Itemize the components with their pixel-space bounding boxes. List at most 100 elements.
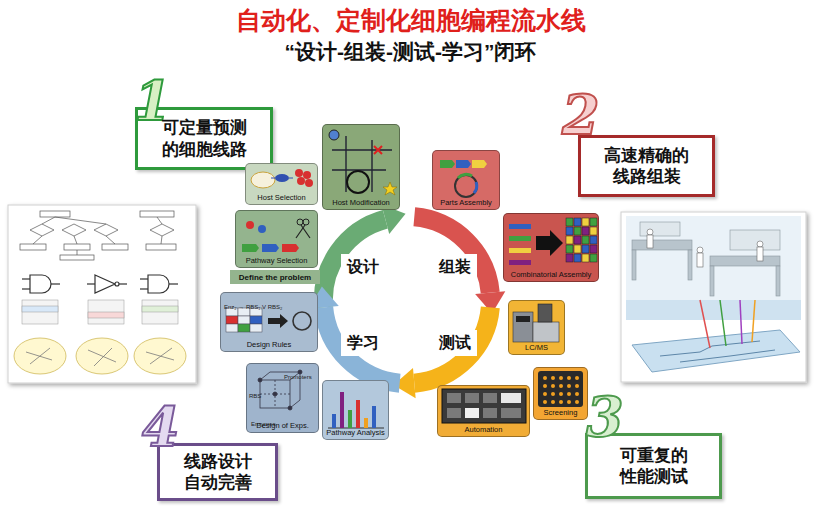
pathway-selection-icon-part bbox=[242, 244, 259, 252]
node-text: Define the problem bbox=[239, 273, 311, 282]
screening-icon-part-part bbox=[543, 376, 547, 380]
circuit-figure-part-part bbox=[88, 348, 116, 366]
node-text: Parts Assembly bbox=[440, 199, 492, 207]
lab-figure-part-part bbox=[680, 350, 775, 362]
node-text: Automation bbox=[465, 426, 503, 434]
combinatorial-assembly-icon-part-part bbox=[574, 236, 581, 244]
circuit-figure-part-part bbox=[62, 224, 86, 236]
lab-figure-part-part bbox=[757, 247, 763, 261]
node-text: Pathway Analysis bbox=[326, 429, 384, 437]
design-of-experiments-icon-part bbox=[273, 392, 277, 396]
icon-text: Enz₂ → RBS₁,V RBS₂ bbox=[224, 304, 282, 310]
parts-assembly-icon-part bbox=[456, 160, 471, 168]
stage-label: 设计 bbox=[341, 254, 385, 280]
lab-figure-part-part bbox=[688, 250, 692, 280]
screening-icon-part-part bbox=[575, 384, 579, 388]
label-holder: 2 bbox=[562, 88, 600, 142]
host-selection-icon-part bbox=[303, 171, 311, 179]
design-rules-icon-part-part bbox=[250, 308, 262, 316]
design-rules-icon-part-part bbox=[250, 324, 262, 332]
stage-label: 学习 bbox=[341, 330, 385, 356]
combinatorial-assembly-icon-part-part bbox=[574, 254, 581, 262]
host-modification-icon-part bbox=[332, 136, 392, 192]
label-holder: 4 bbox=[142, 400, 180, 454]
lab-figure bbox=[621, 212, 806, 382]
circuit-figure-part-part bbox=[60, 255, 94, 260]
circuit-figure-part-part bbox=[140, 211, 174, 217]
lab-figure-part bbox=[647, 229, 763, 267]
node-text: 线路设计 自动完善 bbox=[170, 451, 265, 494]
design-rules-icon-part-part bbox=[238, 316, 250, 324]
screening-icon-part-part bbox=[551, 400, 555, 404]
node-text: 设计 bbox=[347, 257, 379, 278]
stage-label: 组装 bbox=[433, 254, 477, 280]
screening-icon-part-part bbox=[567, 376, 571, 380]
parts-assembly-icon-part bbox=[455, 175, 477, 197]
build-arrow bbox=[414, 217, 490, 293]
node-text: Design of Exps. bbox=[256, 422, 309, 430]
circuit-figure-part-part bbox=[115, 282, 119, 286]
screening-icon-part-part bbox=[567, 384, 571, 388]
automation-icon-part bbox=[465, 408, 479, 418]
design-of-experiments-icon-part bbox=[260, 372, 300, 408]
circuit-figure-part bbox=[14, 338, 186, 374]
lab-figure-part bbox=[660, 341, 775, 362]
pathway-analysis-icon-part bbox=[364, 418, 368, 428]
screening-icon-part-part bbox=[567, 392, 571, 396]
circuit-figure-part-part bbox=[94, 224, 118, 236]
node-text: Pathway Selection bbox=[246, 257, 308, 265]
combinatorial-assembly-icon-part-part bbox=[566, 227, 573, 235]
lab-figure-part-part bbox=[776, 266, 780, 296]
circuit-figure-part-part bbox=[146, 244, 176, 250]
design-of-experiments-icon-part bbox=[298, 370, 302, 374]
circuit-figure-part-part bbox=[169, 283, 178, 284]
circuit-figure-part-part bbox=[30, 224, 54, 236]
host-modification-icon bbox=[329, 130, 397, 195]
lab-figure-part bbox=[632, 222, 780, 296]
combinatorial-assembly-icon-part bbox=[566, 218, 597, 262]
pathway-selection-icon-part bbox=[258, 225, 266, 233]
combinatorial-assembly-icon-part-part bbox=[574, 227, 581, 235]
parts-assembly-icon-part bbox=[472, 160, 487, 168]
circuit-figure-part bbox=[22, 275, 178, 293]
design-of-experiments-icon-part bbox=[288, 406, 292, 410]
screening-icon-part-part bbox=[559, 384, 563, 388]
callout-box: 线路设计 自动完善 bbox=[157, 443, 278, 501]
circuit-figure-part-part bbox=[88, 312, 124, 318]
host-modification-icon-part bbox=[329, 130, 339, 140]
callout-number: 4 bbox=[142, 395, 180, 459]
design-rules-icon-part-part bbox=[226, 308, 238, 316]
parts-assembly-icon-part bbox=[474, 182, 477, 193]
pathway-analysis-icon-part bbox=[372, 406, 376, 428]
circuit-figure-part bbox=[22, 300, 178, 324]
automation-icon-part bbox=[447, 408, 461, 418]
combinatorial-assembly-icon-part-part bbox=[590, 218, 597, 226]
automation-icon-part bbox=[483, 393, 497, 403]
combinatorial-assembly-icon-part-part bbox=[582, 218, 589, 226]
design-arrow bbox=[323, 219, 385, 307]
design-rules-icon bbox=[226, 308, 311, 332]
circuit-figure-part-part bbox=[95, 275, 115, 293]
design-rules-icon-part-part bbox=[226, 316, 238, 324]
stage-label: 测试 bbox=[433, 330, 477, 356]
design-of-experiments-icon-part bbox=[260, 380, 290, 408]
design-rules-icon-part-part bbox=[226, 324, 238, 332]
lab-figure-part-part bbox=[700, 300, 710, 348]
pathway-selection-icon-part bbox=[296, 225, 310, 238]
combinatorial-assembly-icon-part-part bbox=[582, 254, 589, 262]
icon-text: RBS bbox=[249, 393, 261, 399]
screening-icon-part-part bbox=[543, 392, 547, 396]
lab-figure-part-part bbox=[740, 300, 742, 344]
circuit-figure-part-part bbox=[74, 236, 77, 244]
design-of-experiments-icon bbox=[258, 370, 302, 410]
label-holder: “设计-组装-测试-学习”闭环 bbox=[0, 38, 821, 66]
combinatorial-assembly-icon-part-part bbox=[566, 245, 573, 253]
host-selection-icon-part bbox=[275, 174, 289, 182]
design-rules-icon-part-part bbox=[250, 316, 262, 324]
circuit-figure-part-part bbox=[140, 278, 148, 279]
node-text: Design Rules bbox=[247, 341, 292, 349]
process-tile: Parts Assembly bbox=[432, 150, 500, 210]
design-rules-icon-part-part bbox=[238, 324, 250, 332]
design-of-experiments-icon-part bbox=[260, 380, 290, 408]
circuit-figure-part-part bbox=[106, 236, 115, 244]
